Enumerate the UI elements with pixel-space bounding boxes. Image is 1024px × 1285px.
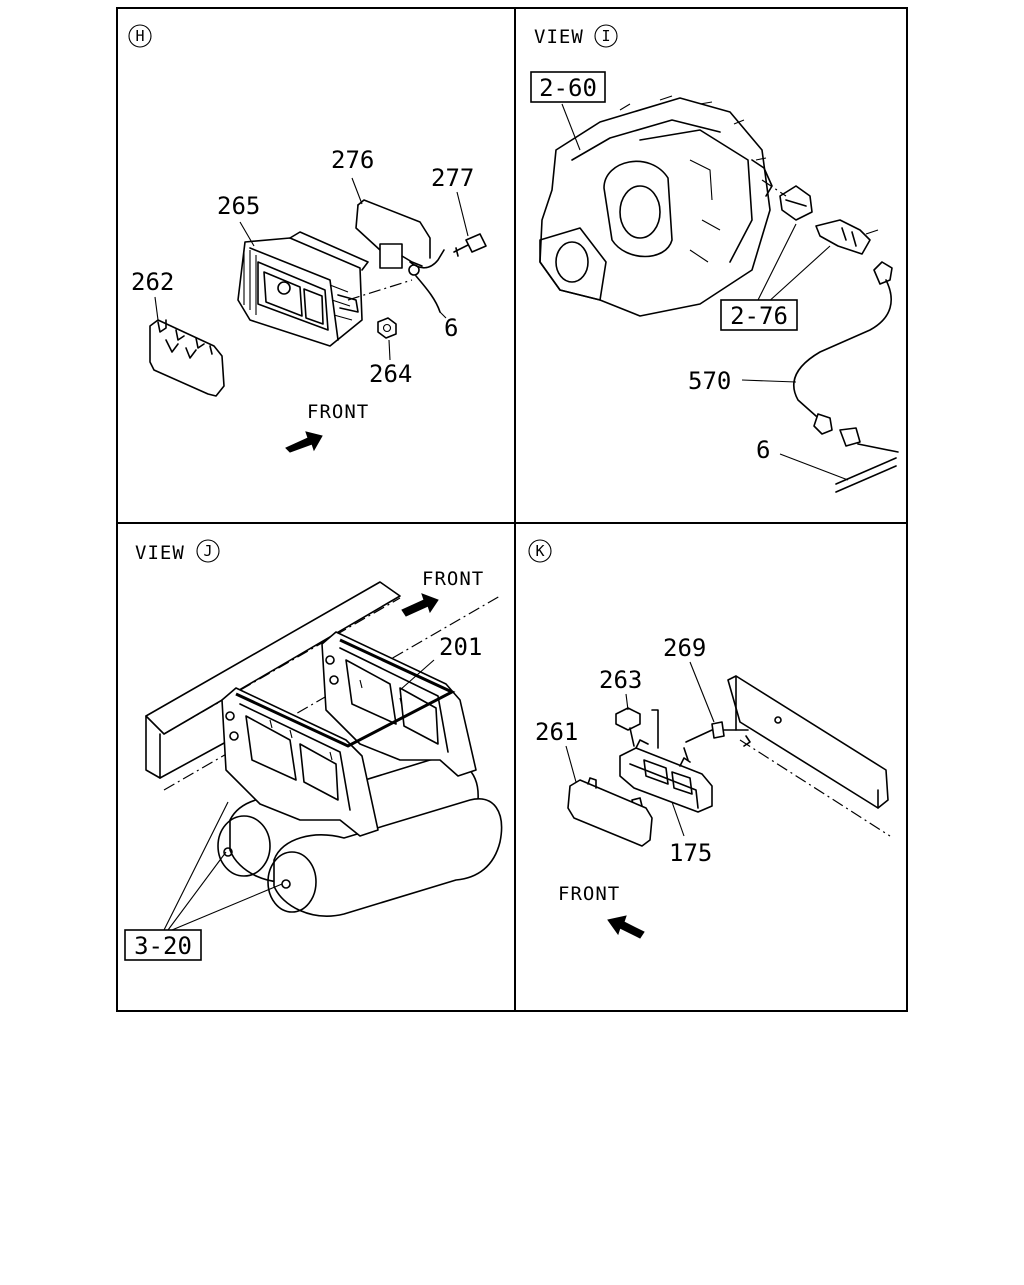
- speed-sensor-drawing: [761, 179, 879, 255]
- front-arrow-h: [285, 431, 323, 453]
- bracket-175-drawing: [619, 739, 713, 813]
- part-number-264: 264: [369, 360, 412, 388]
- panel-h: H: [128, 24, 487, 453]
- front-label-j: FRONT: [422, 568, 484, 590]
- part-number-175: 175: [669, 839, 712, 867]
- panel-k: K: [528, 539, 891, 939]
- leader-lines-i: [561, 103, 849, 481]
- leader-lines-j: [163, 659, 435, 931]
- view-marker-k: K: [528, 539, 552, 563]
- leader-lines-h: [154, 177, 469, 361]
- part-number-269: 269: [663, 634, 706, 662]
- part-number-277: 277: [431, 164, 474, 192]
- part-number-201: 201: [439, 633, 482, 661]
- front-label-h: FRONT: [307, 401, 369, 423]
- part-number-6-i: 6: [756, 436, 770, 464]
- front-label-k: FRONT: [558, 883, 620, 905]
- panel-j: VIEW J: [124, 539, 503, 961]
- svg-text:2-76: 2-76: [730, 302, 788, 330]
- reference-box-3-20: 3-20: [124, 929, 202, 961]
- panel-i: VIEW I: [530, 24, 899, 493]
- bracket-269-drawing: [683, 721, 749, 761]
- nut-264-drawing: [377, 317, 397, 339]
- frame-member-drawing: [727, 675, 891, 837]
- bolt-277-drawing: [453, 233, 487, 257]
- svg-text:3-20: 3-20: [134, 932, 192, 960]
- view-marker-i: I: [594, 24, 618, 48]
- view-label-j: VIEW: [135, 542, 185, 564]
- view-marker-j: J: [196, 539, 220, 563]
- svg-text:H: H: [135, 27, 144, 45]
- view-marker-h: H: [128, 24, 152, 48]
- cover-261-drawing: [567, 777, 653, 847]
- reference-box-2-76: 2-76: [720, 299, 798, 331]
- bolt-263-drawing: [615, 707, 659, 749]
- cover-262-drawing: [149, 319, 225, 397]
- svg-text:K: K: [535, 542, 544, 560]
- transmission-housing-drawing: [539, 95, 773, 317]
- front-arrow-j: [401, 593, 439, 617]
- part-number-276: 276: [331, 146, 374, 174]
- reference-box-2-60: 2-60: [530, 71, 606, 103]
- part-number-265: 265: [217, 192, 260, 220]
- part-number-262: 262: [131, 268, 174, 296]
- part-number-263: 263: [599, 666, 642, 694]
- harness-570-drawing: [793, 261, 899, 493]
- part-number-261: 261: [535, 718, 578, 746]
- housing-265-drawing: [237, 231, 369, 347]
- diagram-frame: [116, 7, 908, 1012]
- svg-text:2-60: 2-60: [539, 74, 597, 102]
- svg-text:J: J: [203, 542, 212, 560]
- view-label-i: VIEW: [534, 26, 584, 48]
- part-number-6-h: 6: [444, 314, 458, 342]
- front-arrow-k: [607, 915, 645, 939]
- part-number-570: 570: [688, 367, 731, 395]
- bracket-201-drawing: [221, 631, 477, 837]
- svg-text:I: I: [601, 27, 610, 45]
- harness-276-drawing: [347, 199, 445, 313]
- leader-lines-k: [565, 661, 715, 837]
